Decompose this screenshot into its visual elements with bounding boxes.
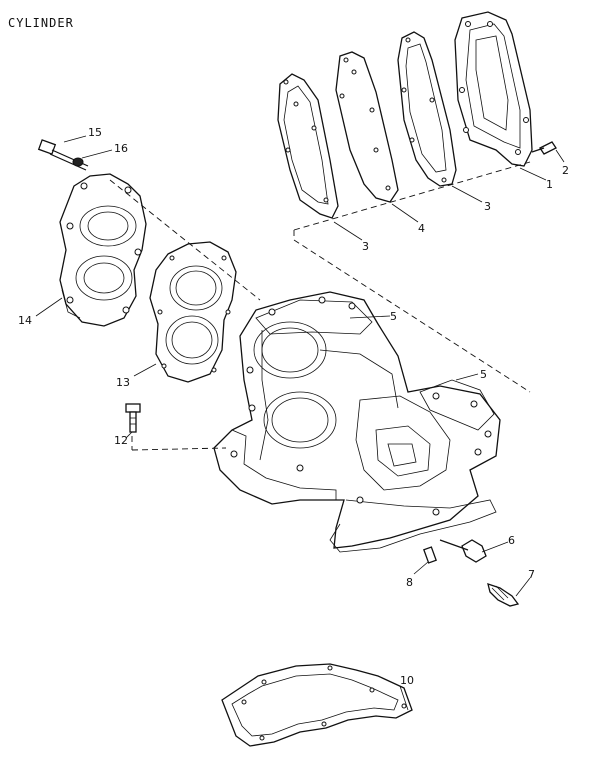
- exhaust-gasket-part-3-left: [277, 73, 339, 219]
- screw-part-6: [439, 539, 487, 563]
- exhaust-cover-part-1: [454, 11, 533, 167]
- callout-10: 10: [400, 674, 414, 687]
- callout-3-right: 3: [484, 200, 491, 213]
- callout-3-left: 3: [362, 240, 369, 253]
- exhaust-gasket-part-3: [397, 31, 457, 187]
- dowel-pin-part-8: [423, 546, 437, 564]
- callout-6: 6: [508, 534, 515, 547]
- callout-16: 16: [114, 142, 128, 155]
- callout-14: 14: [18, 314, 32, 327]
- assembly-lines: [109, 161, 531, 451]
- callout-15: 15: [88, 126, 102, 139]
- callout-8: 8: [406, 576, 413, 589]
- cylinder-head-part-14: [59, 173, 147, 327]
- washer-part-16: [72, 157, 84, 167]
- bolt-part-7: [487, 583, 520, 607]
- callout-7: 7: [528, 568, 535, 581]
- bolt-part-12: [125, 403, 141, 433]
- base-gasket-part-10: [221, 663, 413, 747]
- callout-4: 4: [418, 222, 425, 235]
- callout-13: 13: [116, 376, 130, 389]
- callout-labels: 1 2 3 3 4 5 5 6 7 8 10 12 13 14 15 16: [18, 126, 569, 687]
- callout-5-upper: 5: [390, 310, 397, 323]
- callout-5-lower: 5: [480, 368, 487, 381]
- head-gasket-part-13: [149, 241, 237, 383]
- page-title: CYLINDER: [8, 16, 74, 30]
- callout-leaders: [35, 135, 565, 711]
- screw-part-2: [531, 141, 557, 155]
- callout-12: 12: [114, 434, 128, 447]
- callout-1: 1: [546, 178, 553, 191]
- cylinder-block-part-5: [213, 291, 501, 553]
- callout-2: 2: [562, 164, 569, 177]
- exhaust-plate-part-4: [335, 51, 399, 203]
